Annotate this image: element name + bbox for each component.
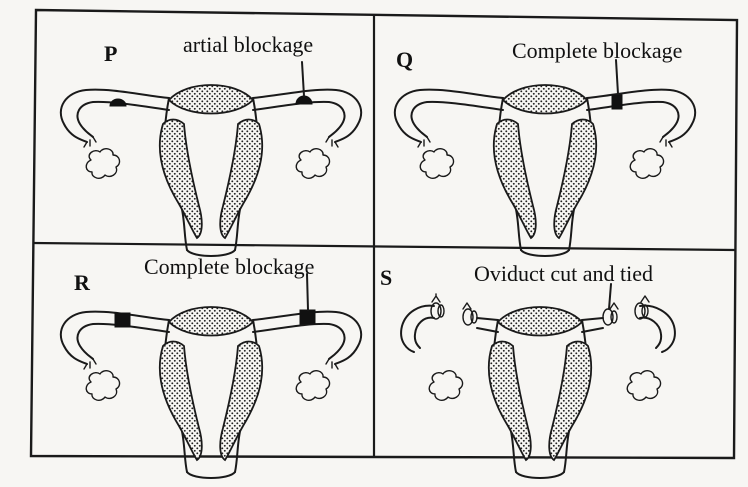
panel-q bbox=[395, 60, 695, 256]
tied-knot-outer-right bbox=[635, 296, 649, 319]
panel-s bbox=[401, 284, 675, 478]
panel-r-caption: Complete blockage bbox=[144, 254, 314, 279]
panel-s-caption: Oviduct cut and tied bbox=[474, 261, 653, 286]
horizontal-divider bbox=[33, 243, 735, 250]
panel-s-letter: S bbox=[380, 265, 392, 290]
panel-q-caption: Complete blockage bbox=[512, 38, 682, 63]
complete-blockage-right bbox=[300, 310, 315, 324]
panel-r bbox=[61, 274, 361, 478]
figure-frame bbox=[31, 10, 737, 458]
panel-p bbox=[61, 62, 361, 256]
panel-p-caption: artial blockage bbox=[183, 32, 313, 57]
complete-blockage-right bbox=[612, 95, 622, 109]
panel-p-letter: P bbox=[104, 41, 117, 66]
tied-knot-inner-right bbox=[603, 303, 618, 325]
partial-blockage-left bbox=[110, 99, 126, 106]
panel-r-letter: R bbox=[74, 270, 91, 295]
tied-knot-inner-left bbox=[463, 303, 477, 325]
panel-q-letter: Q bbox=[396, 47, 413, 72]
partial-blockage-right bbox=[296, 96, 312, 104]
complete-blockage-left bbox=[115, 313, 130, 327]
